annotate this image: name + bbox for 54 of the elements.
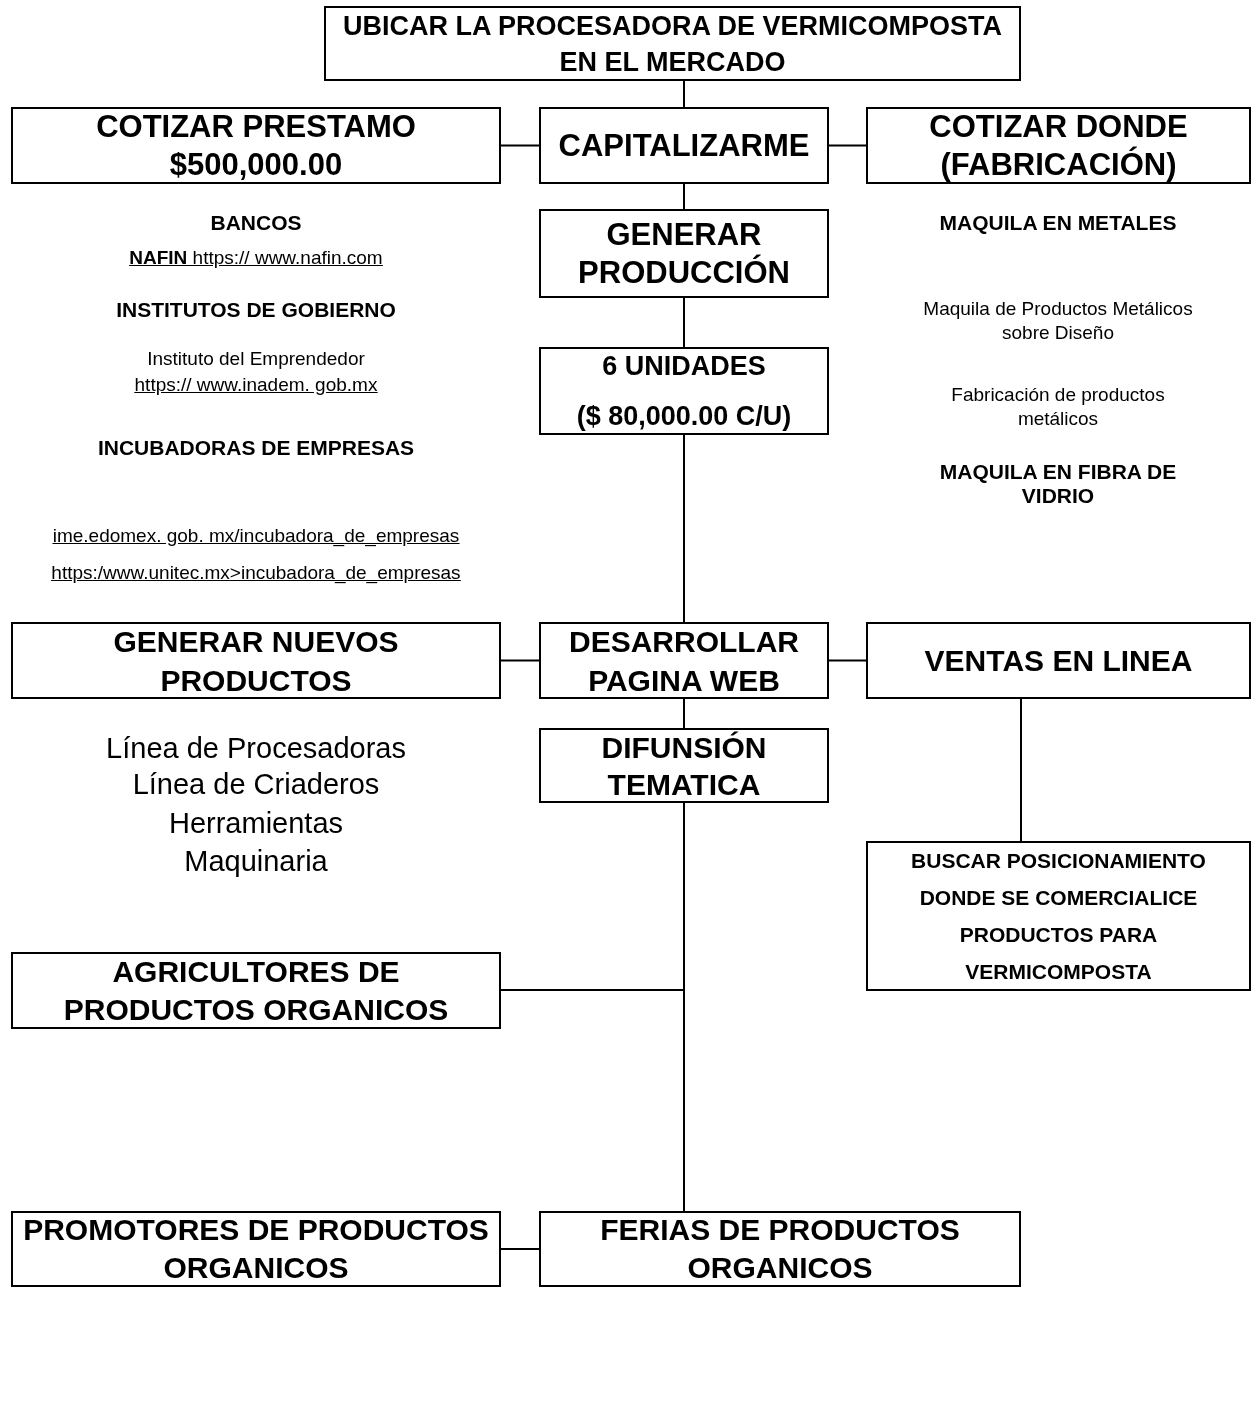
connector-line [683,434,685,623]
process-box [11,107,501,184]
link: https:/www.unitec.mx>incubadora_de_empresas [51,562,461,583]
list-item: Herramientas [168,807,344,839]
node-text: GENERAR PRODUCCIÓN [577,215,791,292]
connector-line [683,183,685,210]
node-text: CAPITALIZARME [557,126,811,165]
heading: INCUBADORAS DE EMPRESAS [97,436,415,459]
node-text: BUSCAR POSICIONAMIENTO DONDE SE COMERCIALICE PRODUCTOS PARA VERMICOMPOSTA [910,848,1207,985]
node-text: COTIZAR DONDE (FABRICACIÓN) [928,107,1189,184]
node-text: FERIAS DE PRODUCTOS ORGANICOS [599,1212,961,1286]
process-box [539,209,829,298]
list-item: Línea de Criaderos [132,768,380,800]
node-text: GENERAR NUEVOS PRODUCTOS [112,623,400,699]
process-box [11,952,501,1029]
process-box [539,107,829,184]
process-box [539,347,829,435]
text: Fabricación de productos metálicos [951,384,1165,429]
link: https:// www.inadem. gob.mx [134,374,378,395]
connector-line [828,659,867,662]
connector-line [683,80,685,108]
heading: BANCOS [210,211,302,234]
list-item: Línea de Procesadoras [106,732,406,764]
process-box [11,622,501,699]
heading: MAQUILA EN FIBRA DE VIDRIO [939,460,1177,507]
process-box [539,1211,1021,1287]
node-text: AGRICULTORES DE PRODUCTOS ORGANICOS [62,953,450,1028]
node-text: PROMOTORES DE PRODUCTOS ORGANICOS [22,1212,490,1286]
process-box [539,728,829,803]
process-box [866,107,1251,184]
process-box [866,622,1251,699]
connector-line [1020,698,1022,842]
connector-line [683,297,685,348]
heading: INSTITUTOS DE GOBIERNO [116,298,396,321]
connector-line [500,1248,540,1250]
text: Maquila de Productos Metálicos sobre Diseño [923,298,1193,343]
list-item: Maquinaria [184,845,328,877]
node-text: UBICAR LA PROCESADORA DE VERMICOMPOSTA EN EL MERCADO [342,9,1003,79]
node-text: DESARROLLAR PAGINA WEB [568,623,800,699]
connector-line [828,144,867,147]
node-text: ($ 80,000.00 C/U) [575,400,793,433]
connector-line [500,144,540,147]
link: ime.edomex. gob. mx/incubadora_de_empresas [52,525,460,546]
node-text: COTIZAR PRESTAMO $500,000.00 [95,107,417,184]
node-text: 6 UNIDADES [601,350,767,383]
text: Instituto del Emprendedor [147,348,365,369]
node-text: VENTAS EN LINEA [923,643,1194,679]
link: NAFIN https:// www.nafin.com [129,247,383,268]
heading: MAQUILA EN METALES [939,211,1177,234]
connector-line [683,698,685,729]
connector-line [500,659,540,662]
process-box [866,841,1251,991]
node-text: DIFUNSIÓN TEMATICA [600,729,768,803]
process-box [539,622,829,699]
